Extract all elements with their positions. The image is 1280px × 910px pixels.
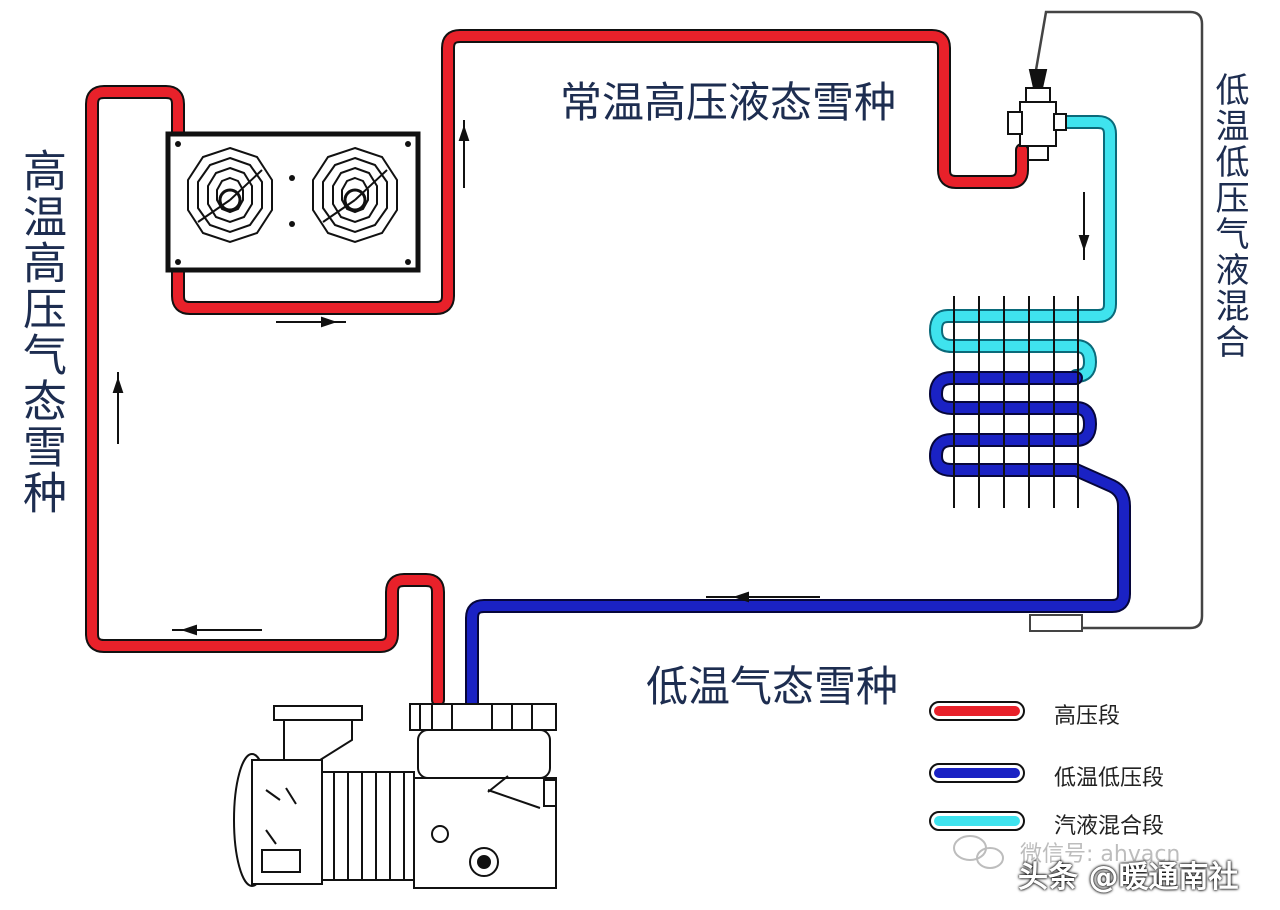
flow-arrows bbox=[112, 120, 1090, 636]
legend-label-mix: 汽液混合段 bbox=[1054, 814, 1165, 839]
legend-label-low-pressure: 低温低压段 bbox=[1054, 766, 1165, 791]
label-normal-temp-high-pressure-liquid: 常温高压液态雪种 bbox=[560, 78, 897, 127]
label-low-temp-gas: 低温气态雪种 bbox=[646, 662, 899, 711]
watermark-wechat: 微信号: ahvacn bbox=[1020, 842, 1181, 867]
watermark-source: 头条 @暖通南社 bbox=[1018, 860, 1239, 895]
legend-swatch-mix bbox=[929, 811, 1025, 831]
fan-right-icon bbox=[312, 146, 398, 244]
legend-swatch-low-pressure bbox=[929, 763, 1025, 783]
evaporator-fins bbox=[953, 296, 1079, 508]
wechat-icon bbox=[953, 835, 1004, 869]
label-low-temp-low-pressure-mix: 低温低压气液混合 bbox=[1209, 72, 1249, 360]
mix-pipe bbox=[929, 115, 1117, 383]
accumulator-fitting bbox=[1029, 614, 1083, 632]
legend-swatch-high-pressure bbox=[929, 701, 1025, 721]
fan-left-icon bbox=[187, 146, 273, 244]
low-pressure-pipe bbox=[465, 371, 1131, 787]
capillary-line bbox=[1034, 10, 1204, 630]
label-high-temp-high-pressure-gas: 高温高压气态雪种 bbox=[15, 148, 66, 516]
expansion-valve bbox=[1007, 69, 1067, 161]
legend-swatches bbox=[929, 701, 1025, 831]
compressor bbox=[233, 703, 557, 889]
condenser-unit bbox=[165, 131, 421, 273]
legend-label-high-pressure: 高压段 bbox=[1054, 704, 1121, 729]
high-pressure-pipe bbox=[85, 29, 1029, 707]
